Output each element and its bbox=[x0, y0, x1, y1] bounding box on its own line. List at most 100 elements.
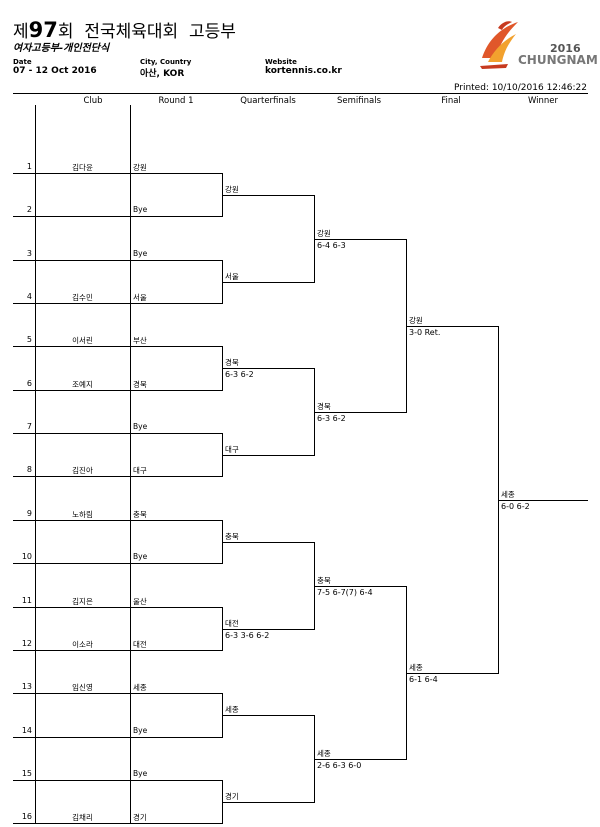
title-number: 97 bbox=[28, 18, 58, 42]
round1-entry: Bye bbox=[133, 249, 148, 258]
draw-number: 9 bbox=[26, 509, 32, 518]
final-entry: 강원 bbox=[409, 316, 423, 325]
location-label: City, Country bbox=[140, 58, 192, 66]
phoenix-logo-icon bbox=[480, 21, 518, 69]
round1-entry: 대전 bbox=[133, 640, 147, 649]
col-header-winner: Winner bbox=[527, 96, 559, 106]
date-label: Date bbox=[13, 58, 32, 66]
quarterfinals-entry: 경북 bbox=[225, 358, 239, 367]
round1-entry: 대구 bbox=[133, 466, 147, 475]
semifinals-entry: 충북 bbox=[317, 576, 331, 585]
quarterfinals-line bbox=[222, 542, 314, 543]
quarterfinals-line bbox=[222, 282, 314, 283]
quarterfinals-entry: 대구 bbox=[225, 445, 239, 454]
header-divider bbox=[13, 93, 588, 94]
final-line bbox=[406, 673, 498, 674]
col-header-quarterfinals: Quarterfinals bbox=[240, 96, 296, 106]
draw-number: 3 bbox=[26, 249, 32, 258]
round1-entry: 경북 bbox=[133, 380, 147, 389]
round1-entry: 세종 bbox=[133, 683, 147, 692]
draw-line bbox=[13, 693, 222, 694]
draw-line bbox=[13, 433, 222, 434]
draw-line bbox=[13, 303, 222, 304]
round1-entry: 부산 bbox=[133, 336, 147, 345]
winner-score: 6-0 6-2 bbox=[501, 502, 530, 511]
semifinals-entry: 강원 bbox=[317, 229, 331, 238]
website-label: Website bbox=[265, 58, 297, 66]
club-name: 김지은 bbox=[72, 597, 93, 606]
semifinals-entry: 세종 bbox=[317, 749, 331, 758]
final-line bbox=[406, 326, 498, 327]
quarterfinals-score: 6-3 3-6 6-2 bbox=[225, 631, 270, 640]
club-name: 이서린 bbox=[72, 336, 93, 345]
draw-line bbox=[13, 563, 222, 564]
semifinals-score: 6-4 6-3 bbox=[317, 241, 346, 250]
winner-name: 세종 bbox=[501, 490, 515, 499]
draw-line bbox=[13, 650, 222, 651]
semifinals-score: 6-3 6-2 bbox=[317, 414, 346, 423]
draw-number: 1 bbox=[26, 162, 32, 171]
logo-name: CHUNGNAM bbox=[518, 53, 598, 67]
draw-number: 5 bbox=[26, 335, 32, 344]
draw-line bbox=[13, 476, 222, 477]
quarterfinals-line bbox=[222, 455, 314, 456]
col-header-club: Club bbox=[83, 96, 103, 106]
round1-entry: 충북 bbox=[133, 510, 147, 519]
draw-number: 13 bbox=[21, 682, 32, 691]
quarterfinals-line bbox=[222, 195, 314, 196]
final-entry: 세종 bbox=[409, 663, 423, 672]
page-title: 제97회 전국체육대회 고등부 bbox=[13, 17, 236, 42]
logo-year: 2016 bbox=[550, 42, 581, 55]
draw-line bbox=[13, 780, 222, 781]
chungnam-logo: 2016 CHUNGNAM bbox=[478, 18, 598, 74]
draw-number: 15 bbox=[21, 769, 32, 778]
draw-line bbox=[13, 346, 222, 347]
club-name: 김수민 bbox=[72, 293, 93, 302]
final-score: 6-1 6-4 bbox=[409, 675, 438, 684]
col-header-round1: Round 1 bbox=[158, 96, 194, 106]
draw-number: 6 bbox=[26, 379, 32, 388]
quarterfinals-line bbox=[222, 629, 314, 630]
website-value: kortennis.co.kr bbox=[265, 66, 342, 76]
quarterfinals-entry: 대전 bbox=[225, 619, 239, 628]
round1-entry: Bye bbox=[133, 769, 148, 778]
draw-line bbox=[13, 607, 222, 608]
draw-number: 11 bbox=[21, 596, 32, 605]
winner-line bbox=[498, 500, 588, 501]
semifinals-score: 7-5 6-7(7) 6-4 bbox=[317, 588, 373, 597]
round1-entry: Bye bbox=[133, 726, 148, 735]
round1-entry: Bye bbox=[133, 422, 148, 431]
draw-line bbox=[13, 737, 222, 738]
club-name: 이소라 bbox=[72, 640, 93, 649]
round1-entry: 경기 bbox=[133, 813, 147, 822]
club-name: 김다윤 bbox=[72, 163, 93, 172]
semifinals-line bbox=[314, 239, 406, 240]
semifinals-score: 2-6 6-3 6-0 bbox=[317, 761, 362, 770]
quarterfinals-entry: 서울 bbox=[225, 272, 239, 281]
draw-number: 10 bbox=[21, 552, 32, 561]
quarterfinals-entry: 경기 bbox=[225, 792, 239, 801]
draw-number: 4 bbox=[26, 292, 32, 301]
draw-line bbox=[13, 823, 222, 824]
title-prefix: 제 bbox=[13, 22, 29, 42]
draw-number: 14 bbox=[21, 726, 32, 735]
round1-entry: 서울 bbox=[133, 293, 147, 302]
draw-number: 2 bbox=[26, 205, 32, 214]
draw-line bbox=[13, 260, 222, 261]
event-subtitle: 여자고등부-개인전단식 bbox=[13, 43, 110, 54]
semifinals-entry: 경북 bbox=[317, 402, 331, 411]
draw-line bbox=[13, 216, 222, 217]
round1-entry: Bye bbox=[133, 552, 148, 561]
round1-entry: Bye bbox=[133, 205, 148, 214]
final-score: 3-0 Ret. bbox=[409, 328, 441, 337]
round1-column-divider bbox=[130, 105, 131, 824]
col-header-semifinals: Semifinals bbox=[336, 96, 381, 106]
printed-timestamp: Printed: 10/10/2016 12:46:22 bbox=[453, 83, 587, 93]
draw-line bbox=[13, 390, 222, 391]
draw-number: 12 bbox=[21, 639, 32, 648]
quarterfinals-entry: 세종 bbox=[225, 705, 239, 714]
semifinals-line bbox=[314, 586, 406, 587]
club-name: 임신영 bbox=[72, 683, 93, 692]
semifinals-line bbox=[314, 412, 406, 413]
club-name: 김채리 bbox=[72, 813, 93, 822]
